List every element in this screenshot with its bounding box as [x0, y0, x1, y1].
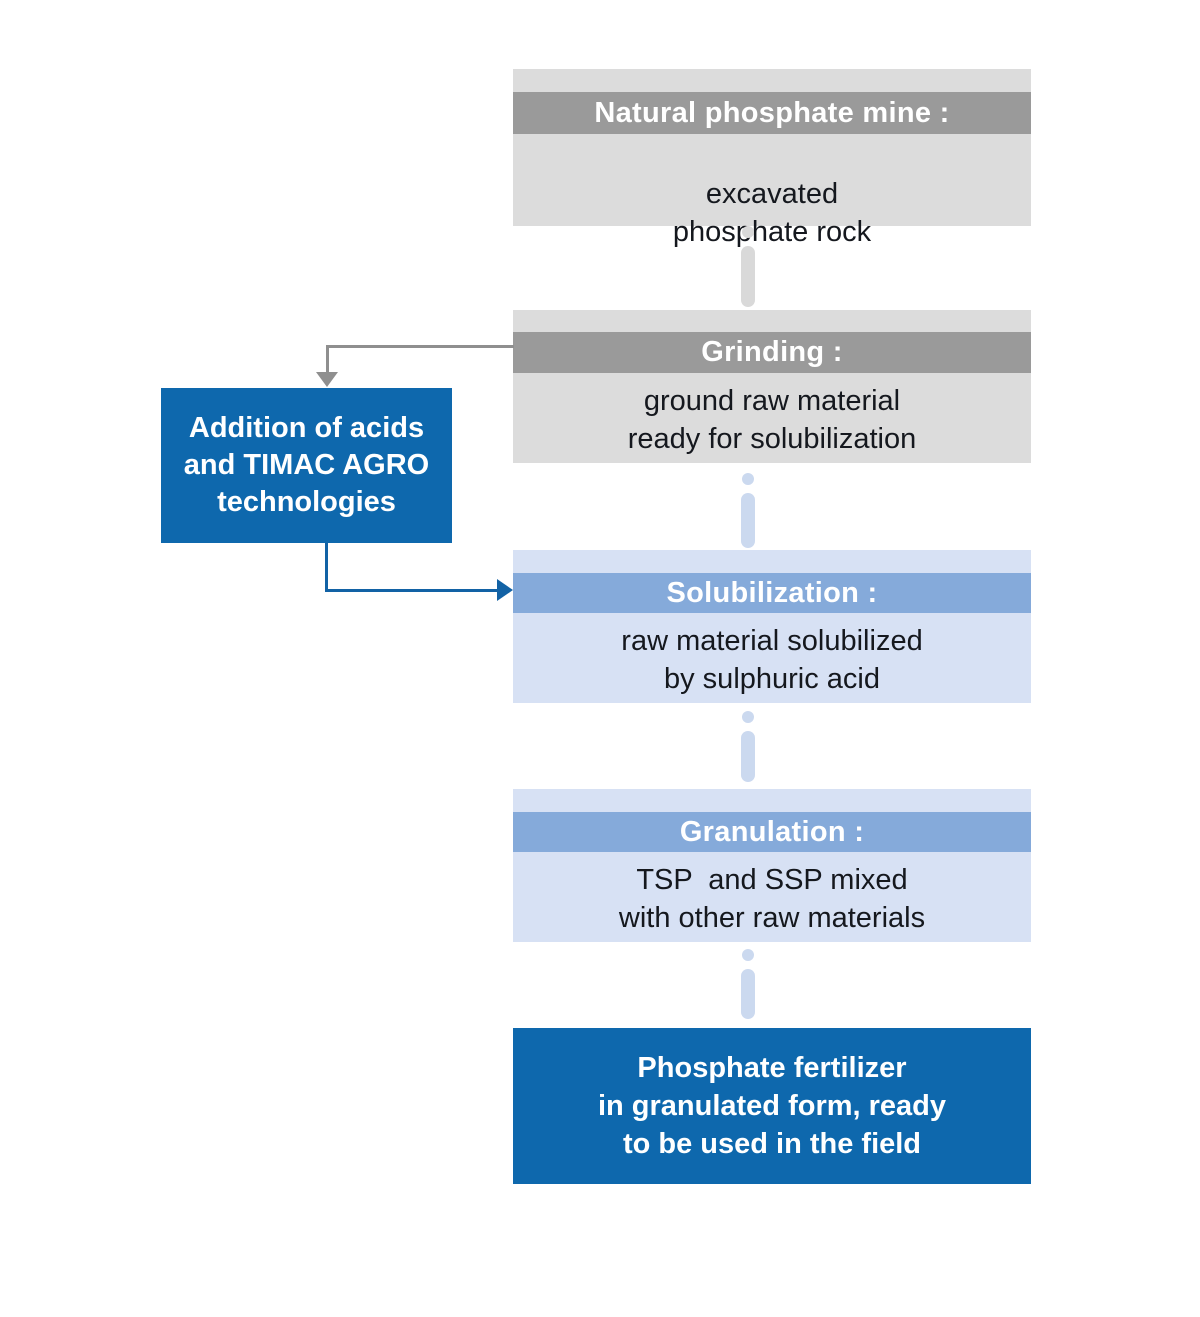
connector-bar-icon	[741, 246, 755, 307]
connector-dotted-3	[741, 711, 755, 782]
arrow-grinding-to-acids-line	[327, 345, 514, 348]
step-grinding: Grinding : ground raw material ready for…	[513, 310, 1031, 463]
connector-dot-icon	[742, 949, 754, 961]
step-phosphate-fertilizer-result-body: Phosphate fertilizer in granulated form,…	[597, 1052, 947, 1160]
step-solubilization-body: raw material solubilized by sulphuric ac…	[621, 624, 923, 695]
connector-dot-icon	[742, 711, 754, 723]
connector-bar-icon	[741, 731, 755, 782]
step-solubilization: Solubilization : raw material solubilize…	[513, 550, 1031, 703]
connector-dotted-1	[741, 226, 755, 310]
arrow-grinding-to-acids-line	[326, 345, 329, 373]
step-granulation-body: TSP and SSP mixed with other raw materia…	[618, 863, 926, 934]
side-box-addition-of-acids: Addition of acids and TIMAC AGRO technol…	[161, 388, 452, 543]
step-granulation-title: Granulation :	[513, 812, 1031, 852]
arrow-acids-to-solubilization-line	[325, 543, 328, 592]
step-phosphate-fertilizer-result: Phosphate fertilizer in granulated form,…	[513, 1028, 1031, 1184]
connector-dotted-2	[741, 473, 755, 548]
step-grinding-title: Grinding :	[513, 332, 1031, 373]
connector-bar-icon	[741, 493, 755, 548]
step-natural-phosphate-mine-body: excavated phosphate rock	[672, 177, 872, 248]
step-natural-phosphate-mine-title: Natural phosphate mine :	[513, 92, 1031, 134]
step-solubilization-title: Solubilization :	[513, 573, 1031, 613]
step-granulation: Granulation : TSP and SSP mixed with oth…	[513, 789, 1031, 942]
connector-dotted-4	[741, 949, 755, 1020]
arrow-right-icon	[497, 579, 513, 601]
step-natural-phosphate-mine: Natural phosphate mine : excavated phosp…	[513, 69, 1031, 248]
connector-dot-icon	[742, 473, 754, 485]
step-grinding-body: ground raw material ready for solubiliza…	[627, 384, 917, 455]
arrow-acids-to-solubilization-line	[325, 589, 498, 592]
arrow-down-icon	[316, 372, 338, 387]
connector-bar-icon	[741, 969, 755, 1019]
connector-dot-icon	[742, 226, 754, 238]
